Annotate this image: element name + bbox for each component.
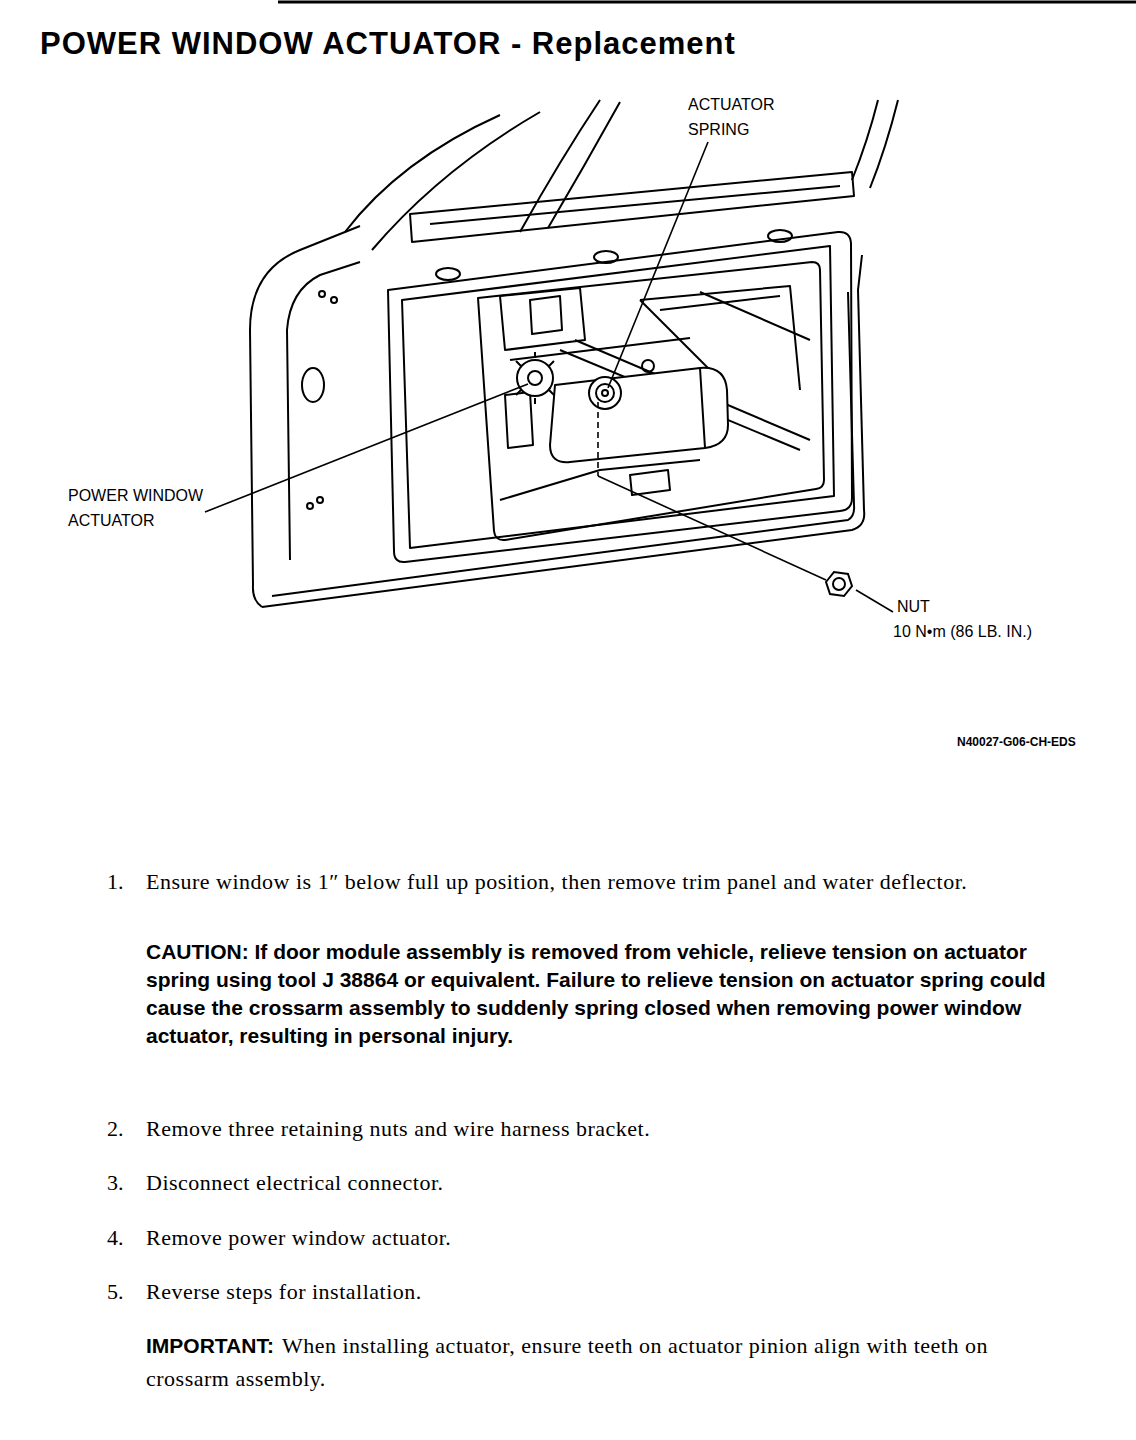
figure-code: N40027-G06-CH-EDS: [957, 734, 1127, 750]
step-text: Remove three retaining nuts and wire har…: [146, 1115, 1046, 1142]
step-text: Ensure window is 1″ below full up positi…: [146, 868, 1046, 895]
page-title: POWER WINDOW ACTUATOR - Replacement: [40, 26, 736, 62]
step-text: Reverse steps for installation.: [146, 1278, 1046, 1305]
step-text: Disconnect electrical connector.: [146, 1169, 1046, 1196]
torque-spec: 10 N•m (86 LB. IN.): [893, 622, 1093, 642]
part-label: POWER WINDOW ACTUATOR: [68, 483, 218, 533]
step-number: 2.: [107, 1115, 143, 1142]
part-label: NUT: [897, 597, 957, 617]
nut-symbol: [826, 572, 852, 596]
step-text: Remove power window actuator.: [146, 1224, 1046, 1251]
header-rule: [278, 1, 1136, 4]
important-paragraph: IMPORTANT:When installing actuator, ensu…: [146, 1330, 1071, 1396]
caution-note: CAUTION: If door module assembly is remo…: [146, 938, 1046, 1050]
door-shell: [250, 100, 898, 607]
step-number: 5.: [107, 1278, 143, 1305]
step-number: 1.: [107, 868, 143, 895]
part-label: ACTUATOR SPRING: [688, 92, 788, 142]
step-number: 4.: [107, 1224, 143, 1251]
step-number: 3.: [107, 1169, 143, 1196]
leader-lines: [205, 142, 893, 612]
important-heading: IMPORTANT:: [146, 1334, 274, 1357]
